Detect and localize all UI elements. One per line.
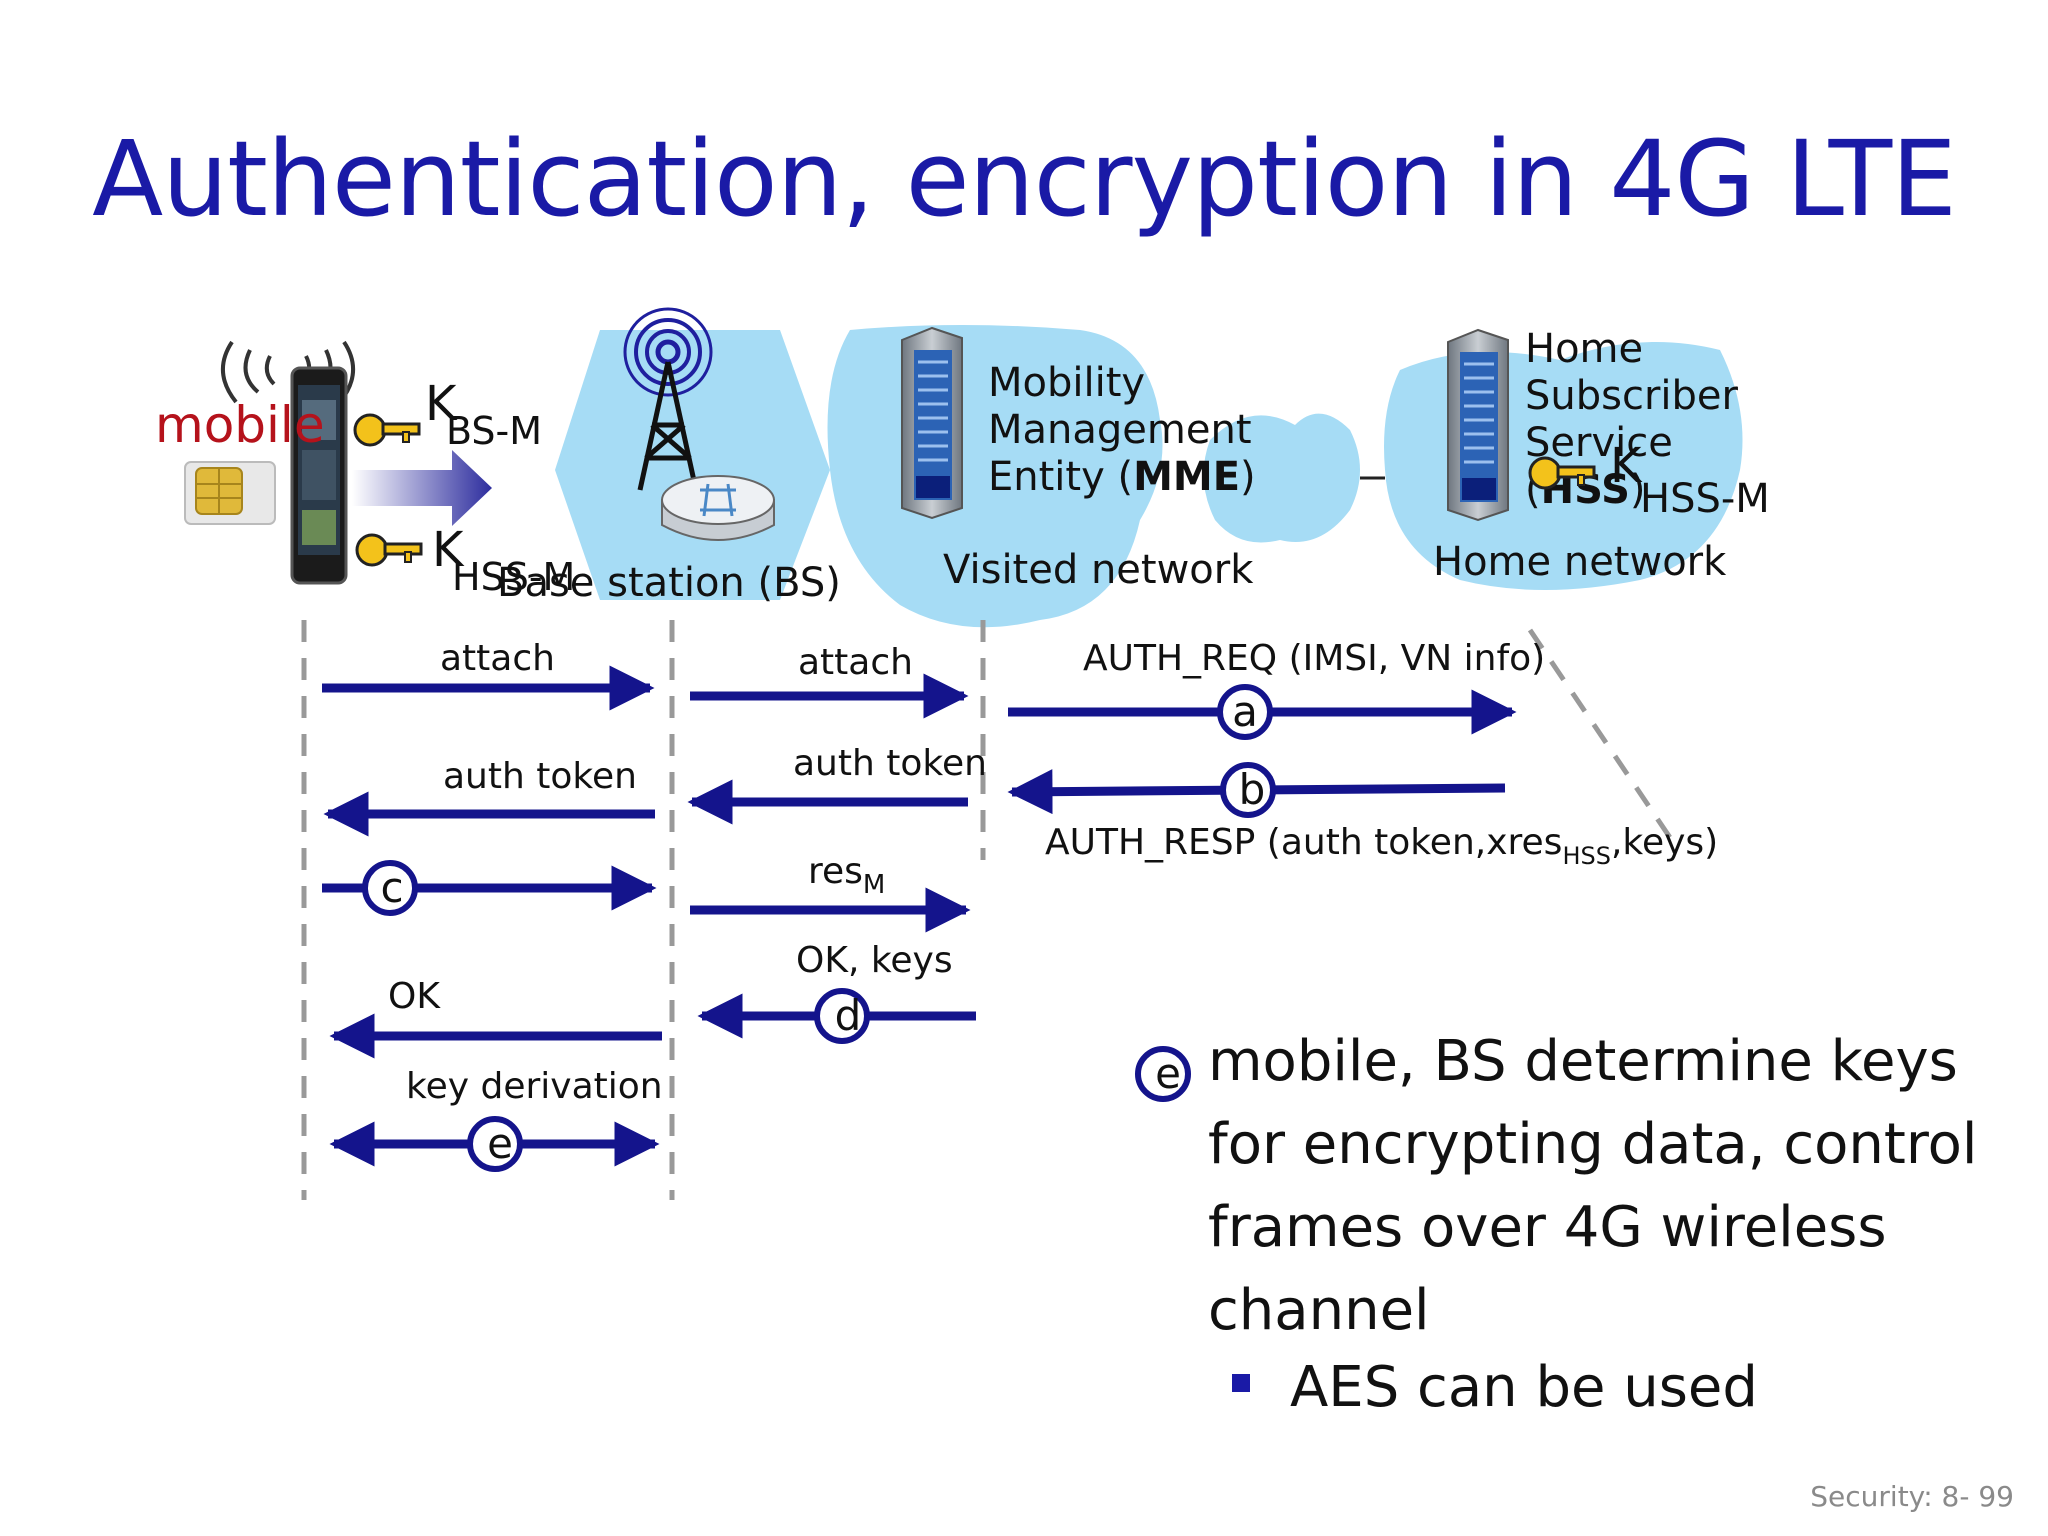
step-d: d	[814, 988, 870, 1044]
step-b: b	[1220, 762, 1276, 818]
label-auth-resp: AUTH_RESP (auth token,xresHSS,keys)	[1045, 822, 1718, 870]
slide-footer: Security: 8- 99	[1810, 1480, 2014, 1513]
k-hss-m-main: K	[432, 522, 465, 578]
step-e: e	[467, 1116, 523, 1172]
uplink-big-arrow-icon	[352, 450, 492, 526]
hss-server-icon	[1447, 328, 1509, 522]
key-hss-m-icon	[355, 533, 423, 567]
k-home-main: K	[1610, 438, 1643, 494]
svg-text:d: d	[835, 991, 862, 1040]
svg-text:b: b	[1239, 765, 1266, 814]
svg-text:a: a	[1232, 687, 1258, 736]
bs-label: Base station (BS)	[497, 560, 841, 606]
key-bs-m-icon	[353, 413, 421, 447]
bullet-sub: AES can be used	[1232, 1355, 1758, 1420]
cell-tower-icon	[623, 307, 713, 397]
hss-line-1: Home	[1525, 326, 1643, 372]
label-ok: OK	[388, 976, 441, 1017]
transit-cloud	[1203, 413, 1360, 543]
hss-line-2: Subscriber	[1525, 373, 1739, 419]
svg-text:c: c	[380, 863, 403, 912]
svg-text:e: e	[1155, 1049, 1181, 1098]
k-hss-m-sub: HSS-M	[452, 555, 575, 599]
visited-network-label: Visited network	[943, 547, 1254, 593]
label-auth-token-1: auth token	[443, 756, 637, 797]
mme-line-2: Management	[988, 407, 1252, 453]
step-c: c	[362, 860, 418, 916]
bullet-main: mobile, BS determine keys for encrypting…	[1208, 1029, 1978, 1343]
label-attach-1: attach	[440, 638, 555, 679]
hss-lifeline	[1527, 628, 1678, 847]
k-bs-m-main: K	[425, 376, 458, 432]
sim-card-icon	[184, 461, 276, 525]
mme-line-3: Entity (MME)	[988, 454, 1256, 500]
label-auth-req: AUTH_REQ (IMSI, VN info)	[1083, 638, 1545, 679]
label-ok-keys: OK, keys	[796, 940, 953, 981]
bullet-sub-text: AES can be used	[1290, 1355, 1758, 1420]
k-bs-m-sub: BS-M	[446, 409, 542, 453]
step-a: a	[1217, 684, 1273, 740]
square-bullet-icon	[1232, 1373, 1250, 1392]
router-icon	[661, 475, 775, 541]
phone-icon	[290, 366, 348, 585]
tower-mast-icon	[637, 361, 699, 491]
svg-text:e: e	[487, 1119, 513, 1168]
key-home-hss-icon	[1528, 456, 1596, 490]
k-home-sub: HSS-M	[1640, 476, 1770, 522]
label-attach-2: attach	[798, 642, 913, 683]
home-network-label: Home network	[1433, 539, 1727, 585]
label-key-derivation: key derivation	[406, 1066, 663, 1107]
slide-title: Authentication, encryption in 4G LTE	[92, 118, 1957, 240]
label-res: resM	[808, 851, 885, 900]
mobile-label: mobile	[155, 396, 325, 454]
mme-line-1: Mobility	[988, 360, 1145, 406]
step-e-legend: e	[1135, 1046, 1191, 1102]
label-auth-token-2: auth token	[793, 743, 987, 784]
mme-server-icon	[901, 326, 963, 520]
